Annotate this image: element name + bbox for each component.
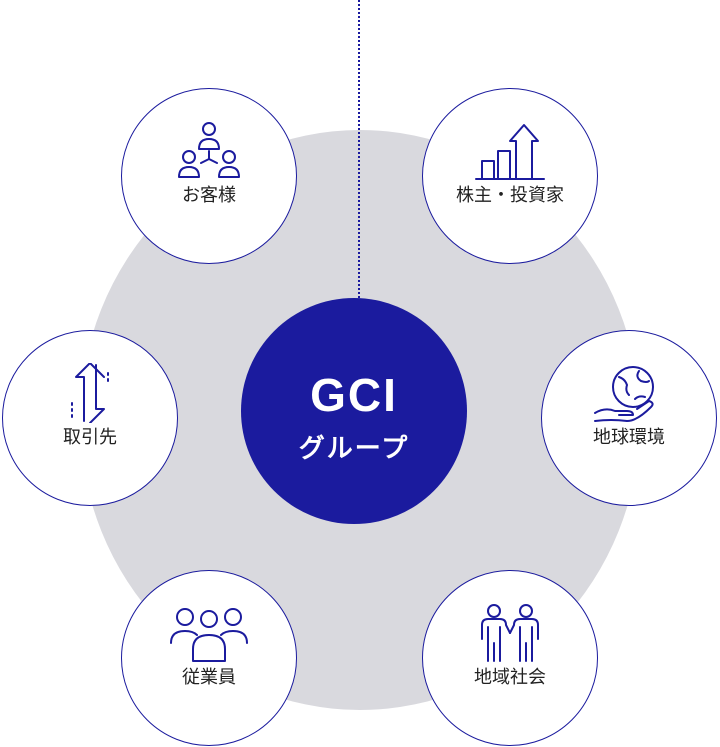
holding-hands-icon xyxy=(481,604,539,662)
node-label: 取引先 xyxy=(63,427,117,448)
node-shareholders: 株主・投資家 xyxy=(422,88,598,264)
group-people-icon xyxy=(170,608,248,662)
node-label: 地域社会 xyxy=(474,667,546,688)
node-partners: 取引先 xyxy=(2,330,178,506)
node-label: 地球環境 xyxy=(593,427,665,448)
node-label: お客様 xyxy=(182,185,236,206)
node-environment: 地球環境 xyxy=(541,330,717,506)
node-label: 株主・投資家 xyxy=(456,185,564,206)
center-circle: GCI グループ xyxy=(241,298,467,524)
node-customers: お客様 xyxy=(121,88,297,264)
center-subtitle: グループ xyxy=(298,434,410,464)
globe-hand-icon xyxy=(594,366,654,422)
node-community: 地域社会 xyxy=(422,570,598,746)
center-title: GCI xyxy=(310,369,398,421)
growth-chart-icon xyxy=(475,124,545,180)
node-label: 従業員 xyxy=(182,667,236,688)
node-employees: 従業員 xyxy=(121,570,297,746)
dotted-connector xyxy=(358,0,360,298)
people-network-icon xyxy=(178,122,240,178)
exchange-arrows-icon xyxy=(71,363,109,423)
